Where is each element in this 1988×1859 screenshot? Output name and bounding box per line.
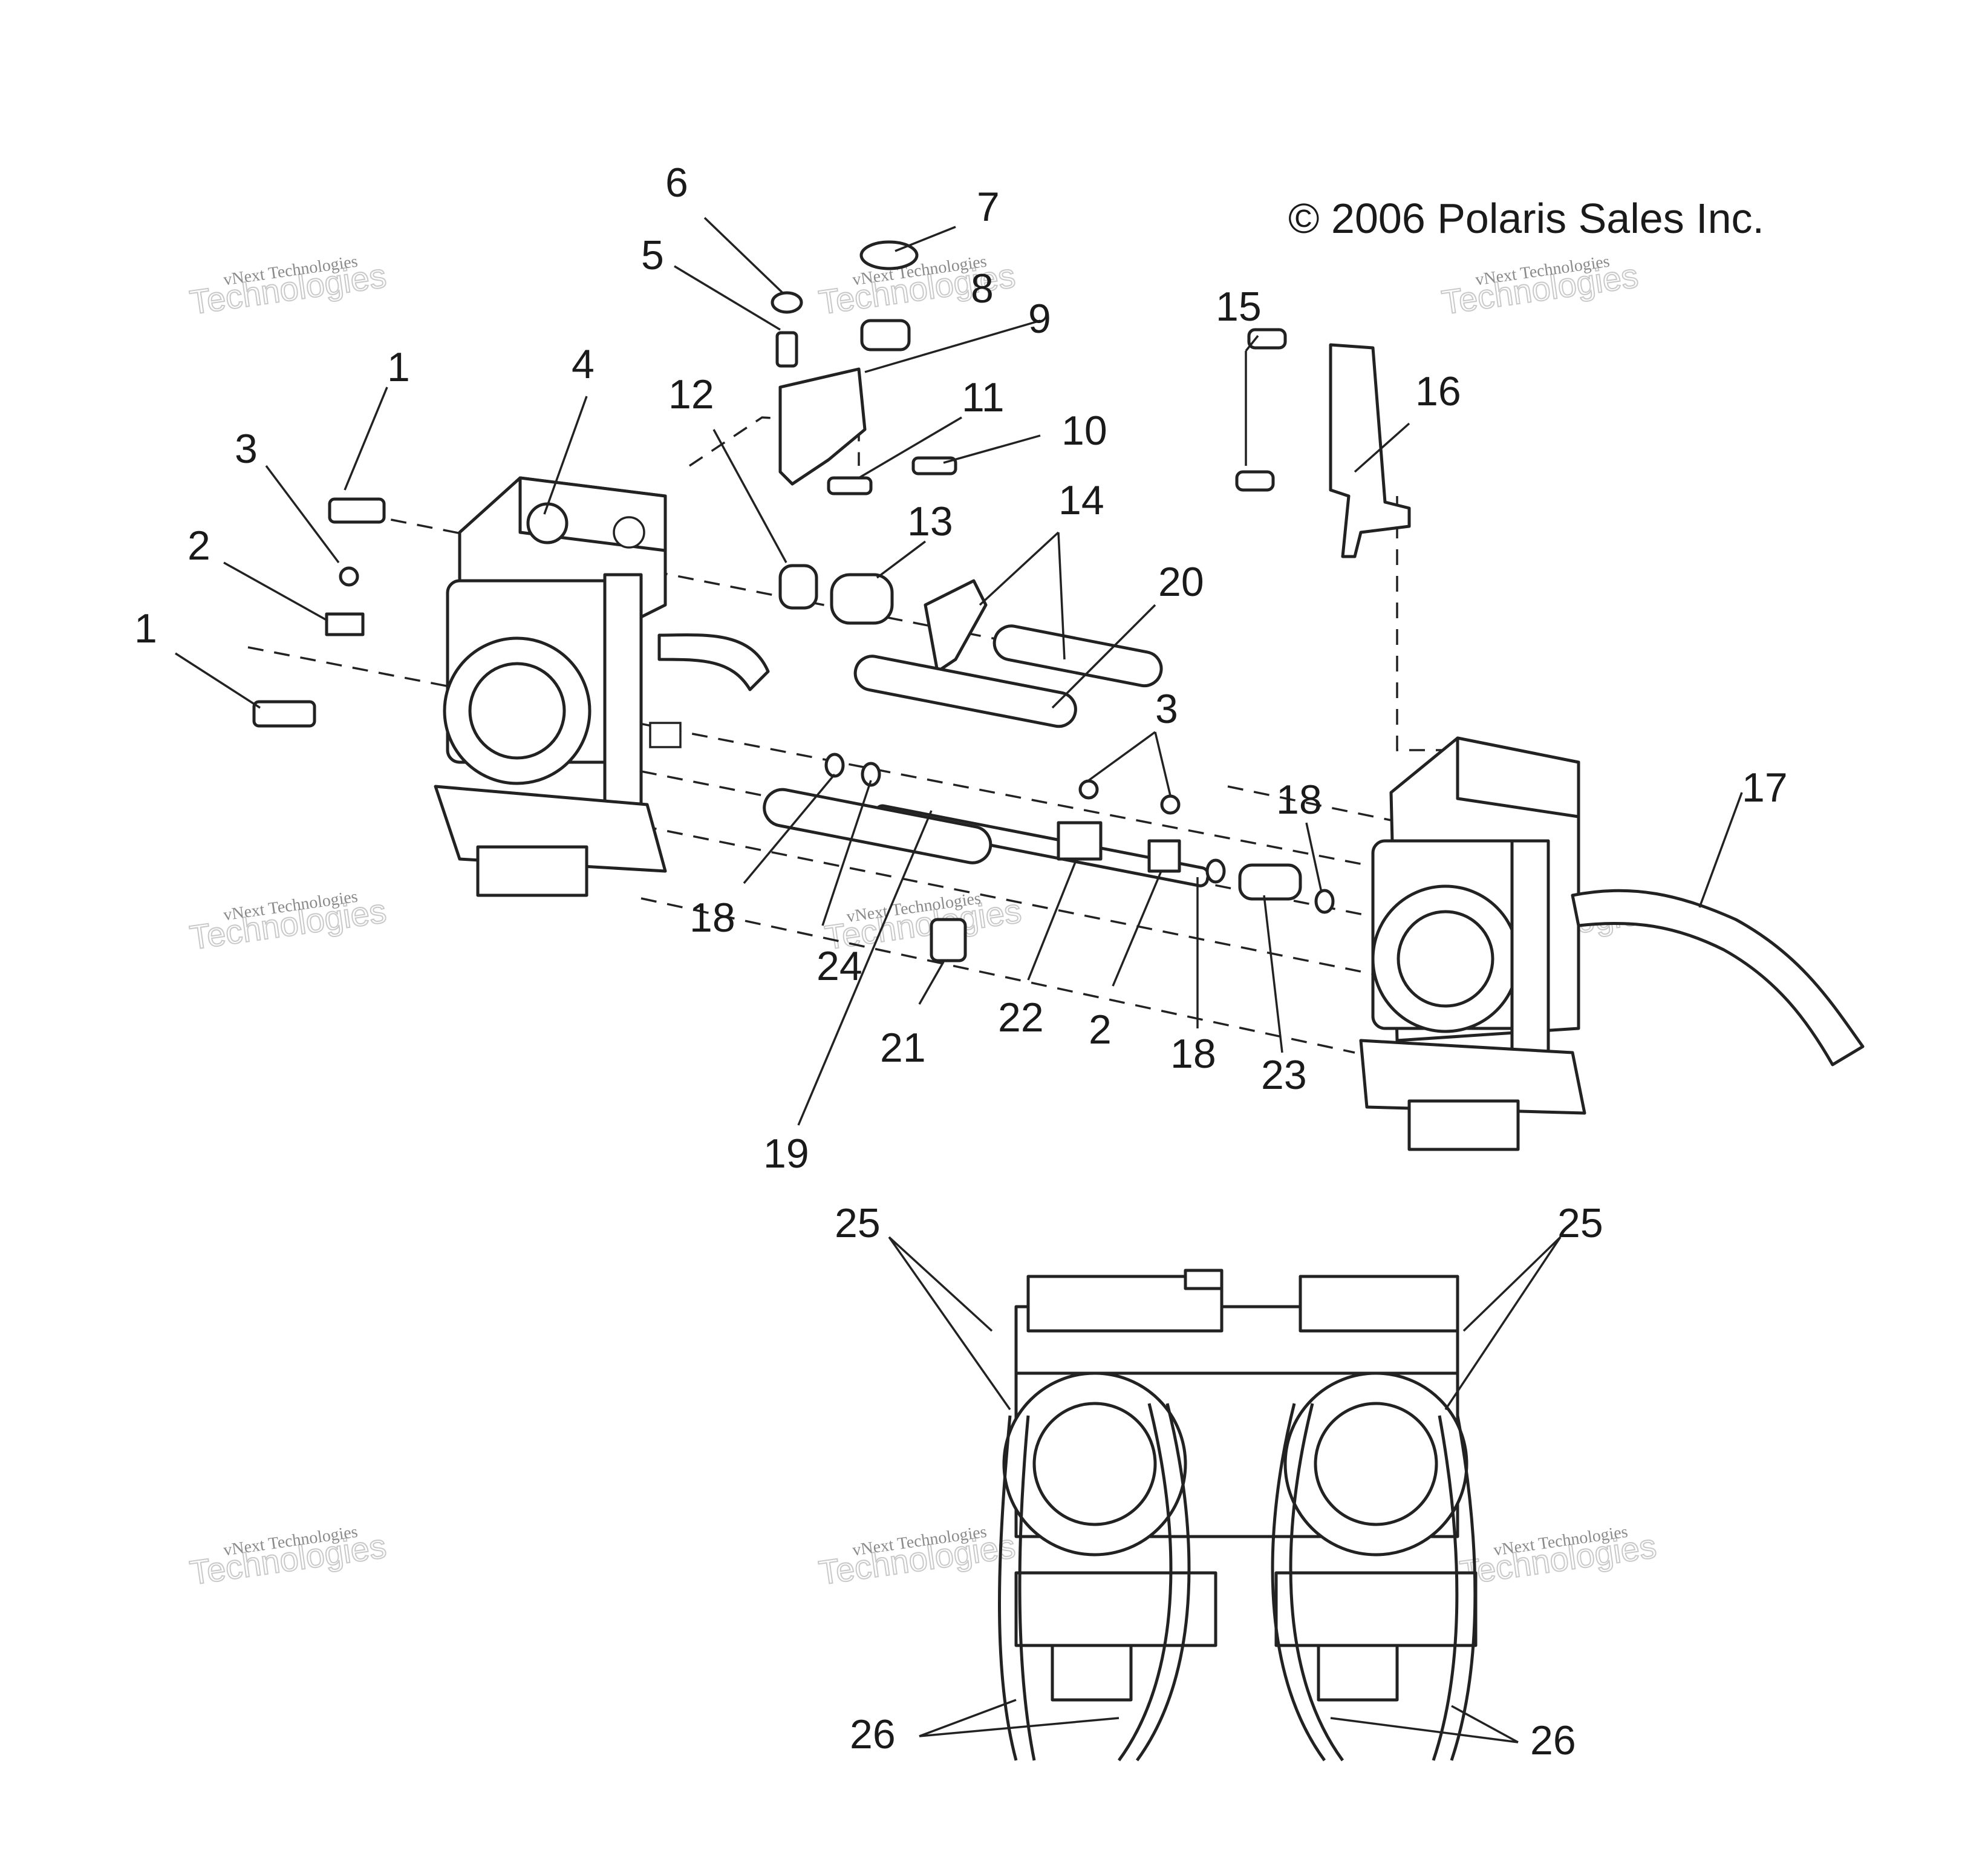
callout-7: 7	[977, 184, 1000, 230]
callout-2: 2	[187, 523, 210, 569]
assembled-view	[998, 1269, 1478, 1762]
callout-9: 9	[1028, 296, 1051, 342]
callout-21: 21	[880, 1025, 926, 1071]
callout-18: 18	[1276, 777, 1322, 823]
callout-10: 10	[1061, 408, 1107, 454]
callout-26: 26	[850, 1711, 896, 1757]
small-parts	[252, 240, 1411, 962]
callout-1: 1	[387, 344, 410, 390]
callout-18: 18	[1170, 1031, 1216, 1077]
callout-18: 18	[689, 895, 735, 941]
callout-12: 12	[668, 371, 714, 417]
callout-17: 17	[1742, 765, 1788, 811]
callout-15: 15	[1216, 284, 1262, 330]
callout-labels: 1 3 2 1 4 5 6 7 8 9 12 11 10 13 14 20 15…	[134, 160, 1788, 1763]
callout-3: 3	[235, 426, 258, 472]
callout-16: 16	[1415, 368, 1461, 414]
leader-lines	[175, 217, 1743, 1743]
callout-13: 13	[907, 498, 953, 544]
copyright-text: © 2006 Polaris Sales Inc.	[1288, 195, 1764, 242]
callout-11: 11	[962, 374, 1005, 420]
callout-6: 6	[665, 160, 688, 206]
callout-14: 14	[1058, 477, 1104, 523]
callout-22: 22	[998, 995, 1044, 1041]
callout-23: 23	[1261, 1052, 1307, 1098]
callout-2: 2	[1089, 1007, 1112, 1053]
callout-20: 20	[1158, 559, 1204, 605]
callout-19: 19	[763, 1131, 809, 1177]
right-carburetor	[1359, 736, 1865, 1151]
callout-1: 1	[134, 606, 157, 652]
callout-25: 25	[835, 1200, 881, 1246]
callout-26: 26	[1530, 1717, 1576, 1763]
callout-8: 8	[971, 266, 994, 312]
callout-5: 5	[641, 232, 664, 278]
callout-3: 3	[1155, 686, 1178, 732]
callout-4: 4	[572, 341, 595, 387]
callout-24: 24	[816, 943, 862, 989]
callout-25: 25	[1557, 1200, 1603, 1246]
left-carburetor	[434, 476, 770, 897]
